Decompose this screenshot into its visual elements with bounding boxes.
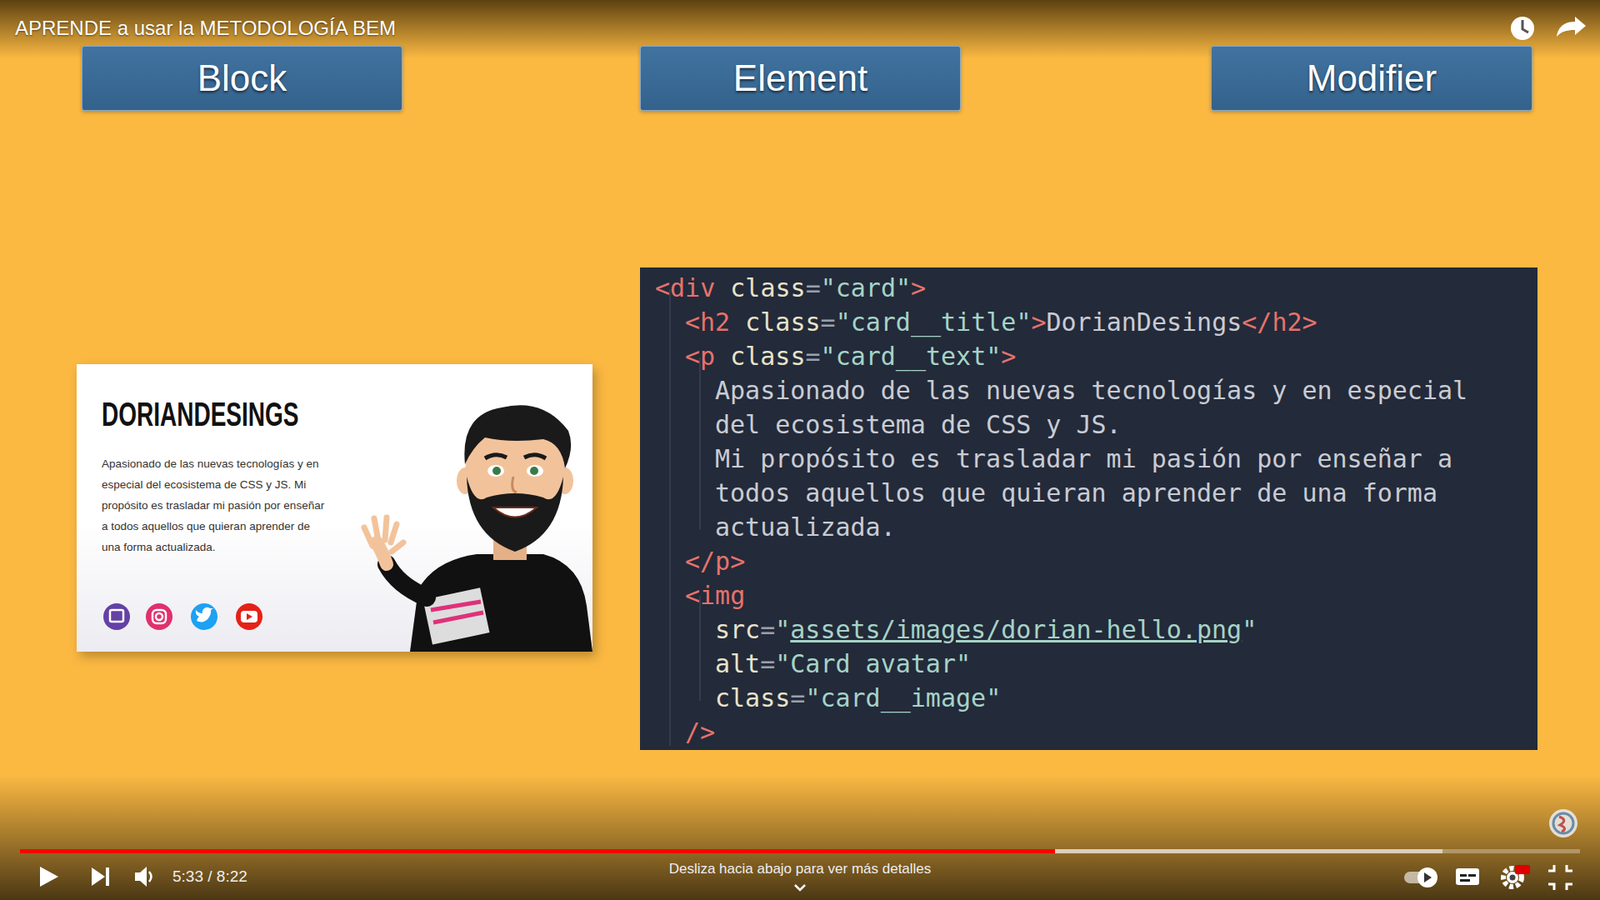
button-label: Element [733, 57, 868, 100]
code-panel: <div class="card"><h2 class="card__title… [640, 267, 1538, 750]
code-line: class="card__image" [655, 680, 1538, 715]
code-line: Apasionado de las nuevas tecnologías y e… [655, 373, 1538, 408]
video-title: APRENDE a usar la METODOLOGÍA BEM [15, 15, 396, 41]
card-text: Apasionado de las nuevas tecnologías y e… [101, 453, 327, 558]
code-line: <p class="card__text"> [655, 339, 1538, 374]
code-line: src="assets/images/dorian-hello.png" [655, 612, 1538, 647]
video-time: 5:33 / 8:22 [172, 866, 248, 887]
code-line: <div class="card"> [655, 270, 1538, 305]
bem-button: Modifier [1210, 45, 1533, 111]
bem-button: Element [640, 45, 961, 111]
code-line: actualizada. [655, 510, 1538, 545]
scroll-hint: Desliza hacia abajo para ver más detalle… [669, 860, 932, 879]
code-line: todos aquellos que quieran aprender de u… [655, 475, 1538, 510]
code-line: Mi propósito es trasladar mi pasión por … [655, 441, 1538, 476]
button-label: Modifier [1306, 57, 1438, 100]
bem-button: Block [81, 45, 403, 111]
card-title: DORIANDESINGS [101, 395, 445, 433]
code-line: </p> [655, 544, 1538, 579]
button-label: Block [197, 57, 288, 100]
code-line: <img [655, 578, 1538, 613]
code-line: del ecosistema de CSS y JS. [655, 407, 1538, 442]
profile-card: DORIANDESINGS Apasionado de las nuevas te… [76, 364, 593, 652]
code-line: /> [655, 715, 1538, 750]
code-line: <h2 class="card__title">DorianDesings</h… [655, 305, 1538, 340]
code-line: alt="Card avatar" [655, 646, 1538, 681]
